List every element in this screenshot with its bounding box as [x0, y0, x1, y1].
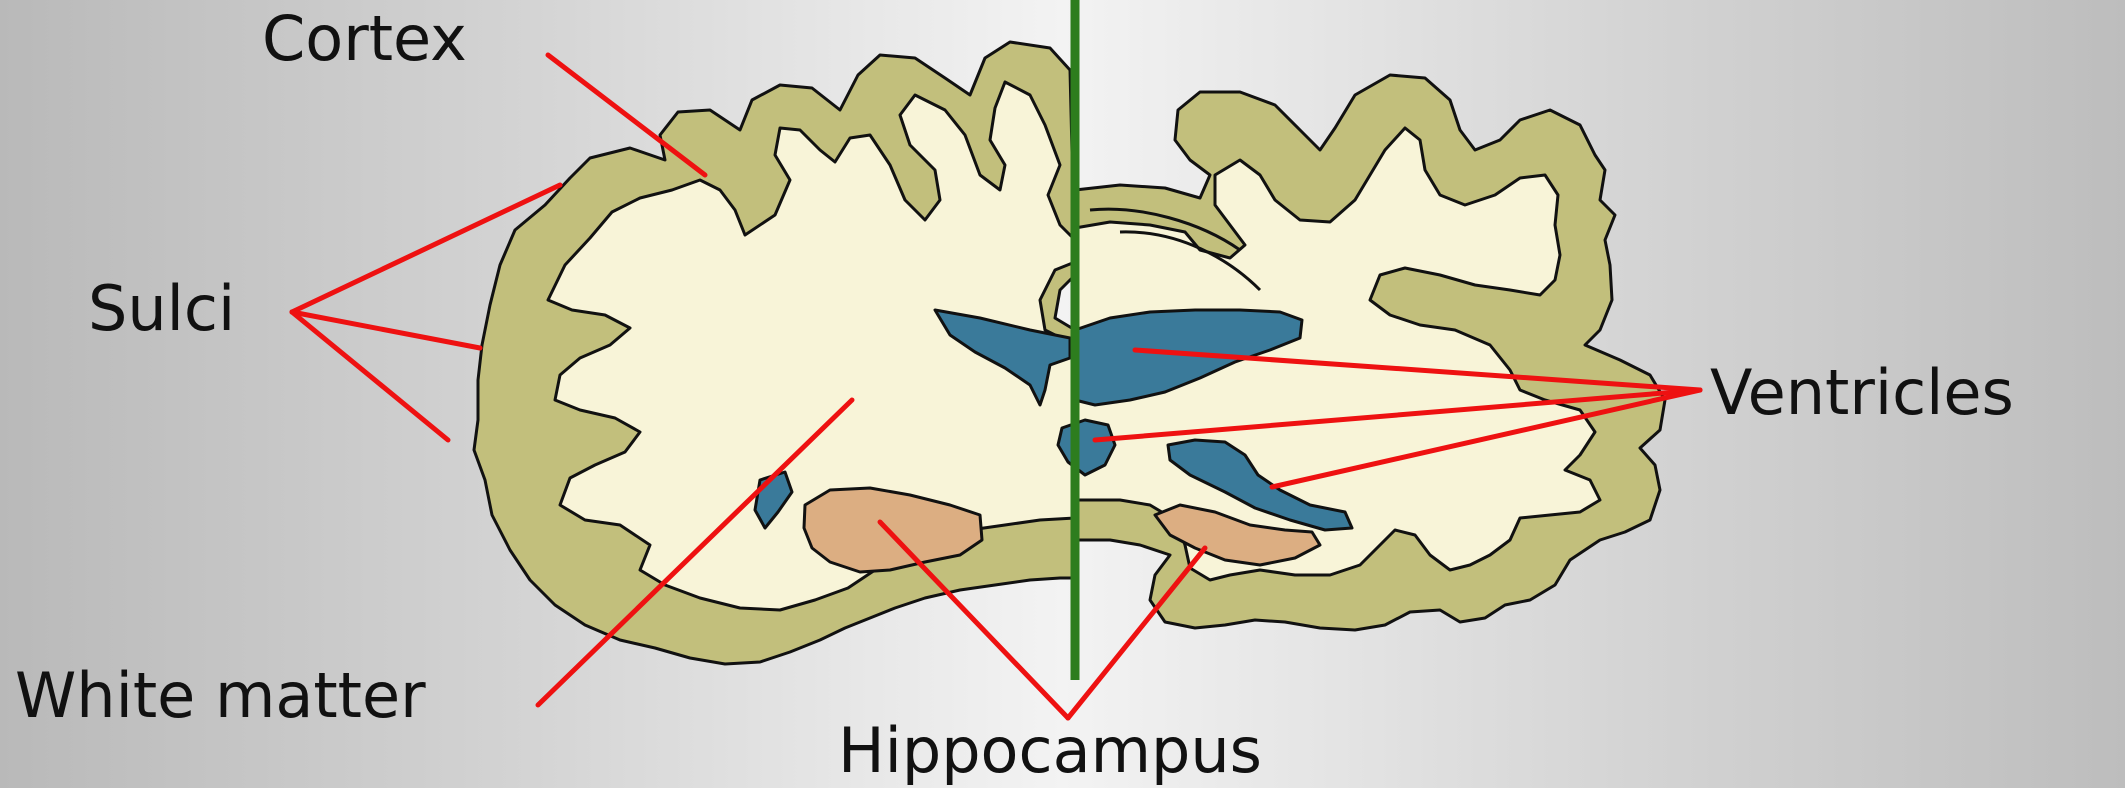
- label-white-matter: White matter: [15, 665, 426, 727]
- pointer-hippocampus-2: [1068, 548, 1205, 718]
- label-hippocampus: Hippocampus: [838, 720, 1262, 782]
- label-sulci: Sulci: [88, 278, 235, 340]
- label-ventricles: Ventricles: [1710, 362, 2014, 424]
- left-hemisphere: [474, 42, 1075, 664]
- pointer-sulci-2: [292, 312, 480, 348]
- pointer-sulci-3: [292, 312, 448, 440]
- label-cortex: Cortex: [262, 8, 467, 70]
